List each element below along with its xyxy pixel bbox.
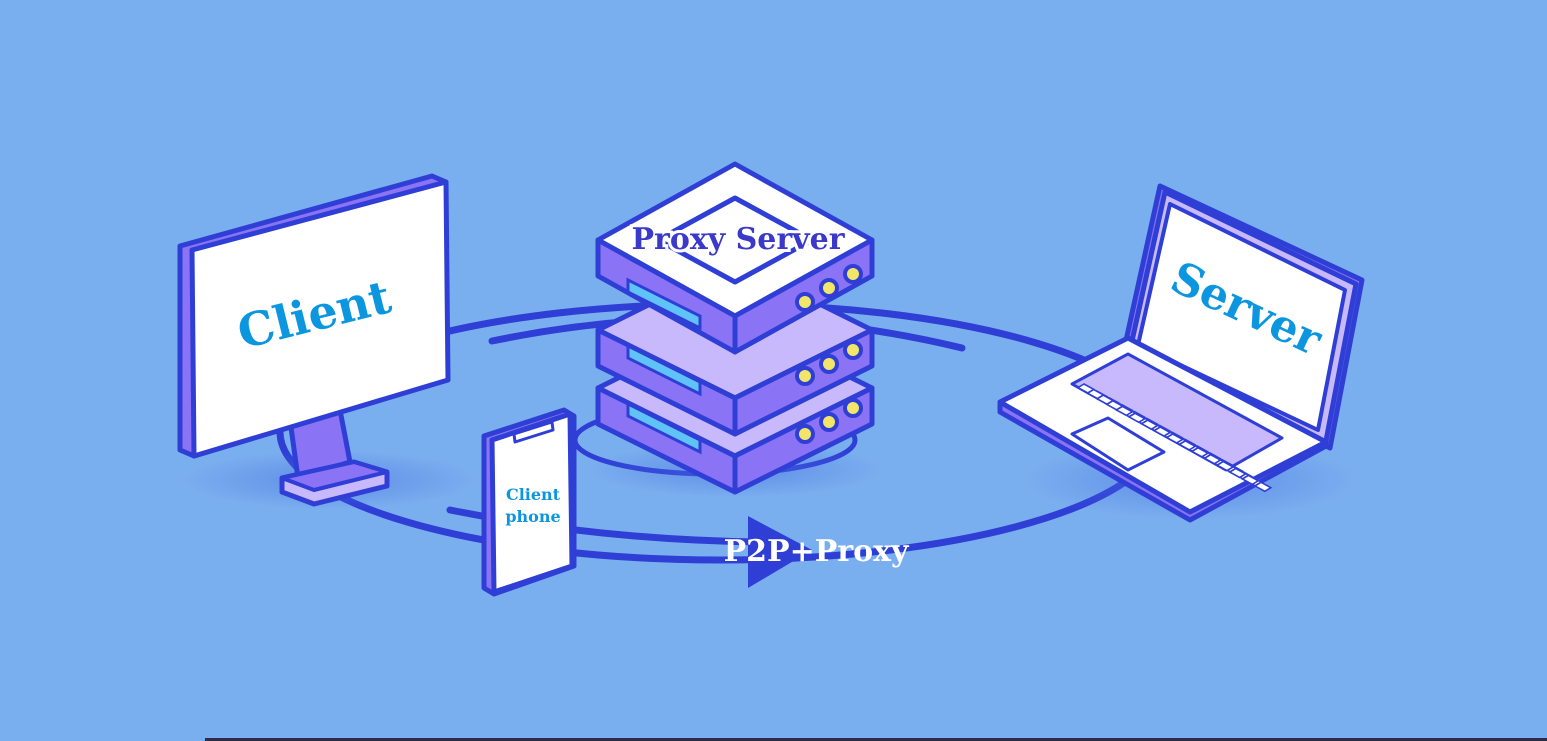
- keyboard-key: [1253, 481, 1273, 493]
- indicator-light: [843, 398, 863, 418]
- phone-notch: [512, 420, 555, 444]
- keyboard-key: [1202, 453, 1223, 465]
- indicator-light: [819, 412, 839, 432]
- keyboard-key: [1228, 467, 1248, 479]
- laptop-screen: [1136, 202, 1347, 432]
- client-phone-label-line2: phone: [505, 507, 560, 526]
- keyboard-key: [1114, 405, 1134, 417]
- server-unit-top: Proxy Server: [595, 161, 875, 355]
- keyboard-key: [1190, 446, 1210, 458]
- client-phone: Client phone: [481, 407, 577, 597]
- indicator-light: [819, 278, 839, 298]
- indicator-light: [819, 354, 839, 374]
- direction-arrow-icon: [748, 516, 812, 588]
- client-monitor: Client: [177, 173, 480, 510]
- server-top-emblem: [655, 195, 815, 285]
- indicator-light: [795, 292, 815, 312]
- client-phone-label-line1: Client: [506, 485, 561, 504]
- monitor-stand-base-top: [280, 460, 389, 492]
- connection-label: P2P+Proxy: [724, 534, 910, 569]
- drive-slot: [626, 277, 702, 331]
- monitor-screen: [189, 179, 451, 459]
- keyboard-key: [1127, 412, 1147, 424]
- indicator-light: [795, 366, 815, 386]
- keyboard-key: [1177, 439, 1197, 451]
- keyboard-key: [1139, 419, 1160, 431]
- server-laptop: Server: [997, 183, 1365, 523]
- keyboard-key: [1152, 426, 1172, 438]
- bottom-edge-line: [205, 738, 1547, 741]
- phone-screen: [489, 411, 575, 595]
- keyboard-keys: [1076, 383, 1273, 493]
- indicator-light: [795, 424, 815, 444]
- keyboard-key: [1240, 474, 1260, 486]
- drive-slot: [626, 343, 702, 397]
- keyboard-key: [1165, 433, 1185, 444]
- proxy-server-label: Proxy Server: [631, 222, 845, 257]
- laptop-touchpad: [1070, 416, 1166, 472]
- drive-slot: [626, 401, 702, 455]
- keyboard-key: [1215, 460, 1235, 472]
- indicator-light: [843, 264, 863, 284]
- proxy-server: Proxy Server: [585, 161, 885, 498]
- indicator-light: [843, 340, 863, 360]
